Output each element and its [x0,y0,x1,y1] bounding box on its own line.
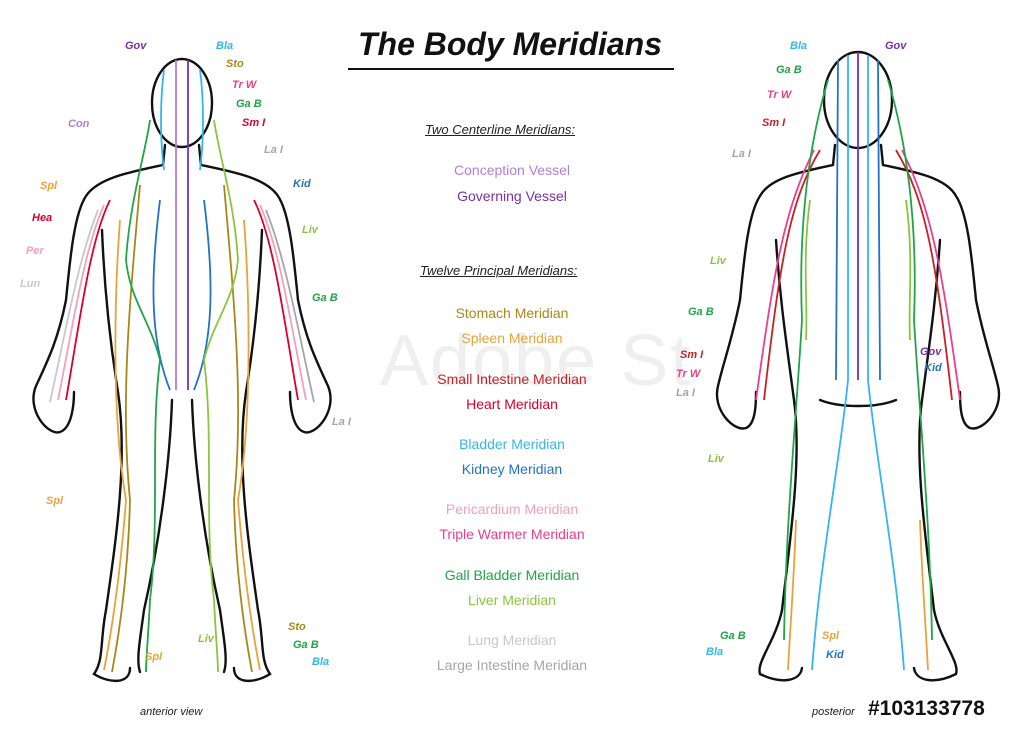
diagram-title: The Body Meridians [357,26,663,62]
front-label-kid: Kid [293,178,311,190]
legend-pericardium: Pericardium Meridian [445,501,579,517]
front-label-lai: La I [264,144,283,156]
front-label-hea: Hea [32,212,53,224]
back-label-kid2: Kid [826,649,844,661]
legend-spleen: Spleen Meridian [461,330,563,346]
legend-heart: Heart Meridian [466,396,558,412]
front-label-smi: Sm I [242,117,266,129]
back-label-lai2: La I [676,387,695,399]
front-label-liv2: Liv [198,633,214,645]
posterior-view-caption: posterior [812,706,855,718]
front-label-spl3: Spl [145,651,163,663]
back-label-gab3: Ga B [720,630,746,642]
anterior-body-figure [32,57,332,682]
legend-stomach: Stomach Meridian [455,305,569,321]
legend-small-intestine: Small Intestine Meridian [437,371,587,387]
back-label-liv: Liv [710,255,726,267]
stock-id: #103133778 [868,697,985,720]
front-label-trw: Tr W [232,79,257,91]
back-label-trw: Tr W [767,89,792,101]
legend-liver: Liver Meridian [468,592,556,608]
back-label-gov: Gov [885,40,907,52]
back-label-smi2: Sm I [680,349,704,361]
front-label-gab: Ga B [236,98,262,110]
anterior-view-caption: anterior view [140,706,203,718]
front-label-lai2: La I [332,416,351,428]
front-label-spl: Spl [40,180,58,192]
back-label-trw2: Tr W [676,368,701,380]
title-underline [348,68,674,70]
back-label-bla: Bla [790,40,808,52]
legend-triple-warmer: Triple Warmer Meridian [439,526,585,542]
legend-lung: Lung Meridian [467,632,557,648]
centerline-header: Two Centerline Meridians: [425,122,576,137]
legend-bladder: Bladder Meridian [459,436,565,452]
watermark-text: Adobe St [380,321,693,401]
legend-kidney: Kidney Meridian [461,461,563,477]
back-label-gov2: Gov [920,346,942,358]
front-label-liv: Liv [302,224,318,236]
back-label-kid: Kid [924,362,942,374]
back-label-gab2: Ga B [688,306,714,318]
front-label-con: Con [68,118,90,130]
back-label-gab: Ga B [776,64,802,76]
front-label-bla2: Bla [312,656,330,668]
front-label-gab2: Ga B [312,292,338,304]
back-label-bla2: Bla [706,646,724,658]
front-label-gov: Gov [125,40,147,52]
front-label-spl2: Spl [46,495,64,507]
legend-large-intestine: Large Intestine Meridian [436,657,588,673]
front-label-per: Per [26,245,44,257]
principal-header: Twelve Principal Meridians: [420,263,578,278]
legend-gall-bladder: Gall Bladder Meridian [444,567,580,583]
back-label-smi: Sm I [762,117,786,129]
back-label-spl: Spl [822,630,840,642]
back-label-lai: La I [732,148,751,160]
front-label-bla: Bla [216,40,234,52]
front-label-sto: Sto [226,58,244,70]
legend-conception-vessel: Conception Vessel [454,162,570,178]
front-label-sto2: Sto [288,621,306,633]
front-label-lun: Lun [20,278,41,290]
back-label-liv2: Liv [708,453,724,465]
front-label-gab3: Ga B [293,639,319,651]
posterior-body-figure [715,50,1001,682]
legend-governing-vessel: Governing Vessel [457,188,567,204]
